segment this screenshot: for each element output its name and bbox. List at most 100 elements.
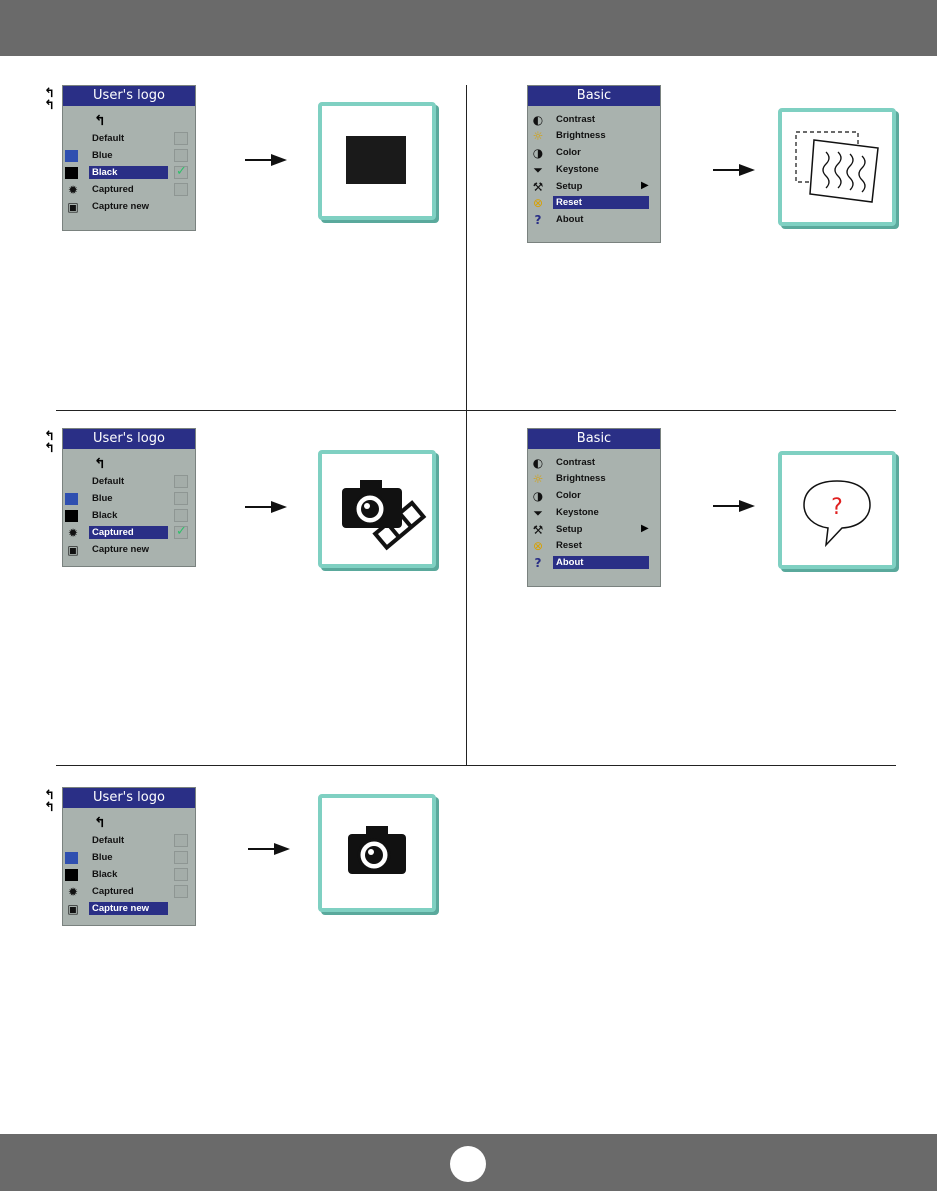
menu-item-about[interactable]: ? About [528, 212, 660, 229]
basic-menu-about: Basic ◐Contrast ☼Brightness ◑Color ⏷Keys… [527, 428, 661, 587]
menu-item-keystone[interactable]: ⏷Keystone [528, 505, 660, 522]
back-arrow-icon: ↰ [44, 788, 55, 803]
svg-text:?: ? [831, 495, 843, 520]
menu-item-label: Capture new [89, 902, 168, 915]
menu-item-label: Default [92, 476, 125, 487]
nav-arrows: ↰ ↰ [44, 430, 58, 455]
menu-item-default[interactable]: Default [63, 474, 195, 491]
menu-item-default[interactable]: Default [63, 131, 195, 148]
black-swatch-icon [65, 510, 78, 522]
checkbox[interactable] [174, 885, 188, 898]
captured-icon: ✹ [67, 885, 79, 899]
preview-frame-reset [778, 108, 896, 226]
nav-arrows: ↰ ↰ [44, 788, 58, 815]
checkbox[interactable] [174, 509, 188, 522]
menu-item-label: Setup [556, 181, 583, 192]
menu-item-label: Reset [553, 196, 649, 209]
menu-item-setup[interactable]: ⚒ Setup ▶ [528, 179, 660, 196]
menu-item-label: Brightness [556, 130, 606, 141]
right-arrow-icon [713, 500, 755, 512]
scrambled-image-icon [795, 131, 879, 203]
back-arrow-icon: ↰ [44, 800, 55, 815]
menu-item-blue[interactable]: Blue [63, 491, 195, 508]
nav-arrows: ↰ ↰ [44, 87, 58, 112]
color-icon: ◑ [532, 146, 544, 160]
menu-item-captured[interactable]: ✹ Captured [63, 884, 195, 901]
menu-back-row[interactable]: ↰ [63, 456, 195, 473]
menu-item-contrast[interactable]: ◐ Contrast [528, 455, 660, 472]
menu-item-captured[interactable]: ✹Captured [63, 182, 195, 199]
checkbox[interactable] [174, 183, 188, 196]
contrast-icon: ◐ [532, 456, 544, 470]
black-swatch-icon [65, 167, 78, 179]
menu-item-blue[interactable]: Blue [63, 850, 195, 867]
menu-item-reset[interactable]: ⊗Reset [528, 195, 660, 212]
about-icon: ? [534, 213, 542, 227]
divider-horizontal-2 [56, 765, 896, 766]
divider-vertical-1 [466, 85, 467, 410]
checkbox[interactable] [174, 475, 188, 488]
menu-item-label: Contrast [556, 457, 596, 468]
menu-item-brightness[interactable]: ☼Brightness [528, 471, 660, 488]
menu-item-about[interactable]: ?About [528, 555, 660, 572]
menu-item-label: About [556, 214, 584, 225]
camera-icon [348, 826, 406, 874]
preview-frame-black [318, 102, 436, 220]
divider-horizontal-1 [56, 410, 896, 411]
menu-item-label: Black [89, 166, 168, 179]
checkbox-checked[interactable]: ✓ [174, 524, 188, 539]
checkbox[interactable] [174, 492, 188, 505]
checkbox[interactable] [174, 132, 188, 145]
blue-swatch-icon [65, 852, 78, 864]
menu-item-color[interactable]: ◑Color [528, 145, 660, 162]
menu-item-capture-new[interactable]: ▣Capture new [63, 901, 195, 918]
capture-new-icon: ▣ [67, 543, 79, 557]
menu-item-black[interactable]: Black [63, 508, 195, 525]
menu-item-label: Captured [92, 886, 134, 897]
menu-item-captured[interactable]: ✹Captured✓ [63, 524, 195, 542]
menu-item-keystone[interactable]: ⏷Keystone [528, 162, 660, 179]
menu-item-brightness[interactable]: ☼ Brightness [528, 128, 660, 145]
menu-title: User's logo [63, 788, 195, 808]
black-screen-icon [346, 136, 406, 184]
preview-frame-about: ? [778, 451, 896, 569]
menu-item-capture-new[interactable]: ▣ Capture new [63, 199, 195, 216]
menu-item-label: Black [92, 869, 118, 880]
menu-item-label: Brightness [556, 473, 606, 484]
menu-item-label: Setup [556, 524, 583, 535]
setup-icon: ⚒ [532, 180, 544, 194]
brightness-icon: ☼ [532, 129, 544, 143]
checkbox[interactable] [174, 834, 188, 847]
menu-item-setup[interactable]: ⚒Setup▶ [528, 522, 660, 539]
menu-item-label: Capture new [92, 201, 150, 212]
camera-film-icon [342, 480, 427, 551]
menu-back-row[interactable]: ↰ [63, 113, 195, 130]
submenu-arrow-icon: ▶ [641, 180, 649, 191]
menu-item-contrast[interactable]: ◐Contrast [528, 112, 660, 129]
checkbox[interactable] [174, 868, 188, 881]
menu-item-default[interactable]: Default [63, 833, 195, 850]
divider-vertical-2 [466, 411, 467, 765]
menu-item-black[interactable]: Black ✓ [63, 164, 195, 182]
back-arrow-icon: ↰ [94, 456, 106, 472]
checkbox[interactable] [174, 149, 188, 162]
menu-back-row[interactable]: ↰ [63, 815, 195, 832]
users-logo-menu: User's logo ↰ Default Blue Black ✹Captur… [62, 428, 196, 567]
question-bubble-icon: ? [803, 480, 871, 548]
menu-item-color[interactable]: ◑Color [528, 488, 660, 505]
menu-item-capture-new[interactable]: ▣ Capture new [63, 542, 195, 559]
menu-item-label: Capture new [92, 544, 150, 555]
menu-item-reset[interactable]: ⊗Reset [528, 538, 660, 555]
checkbox-checked[interactable]: ✓ [174, 164, 188, 179]
menu-item-black[interactable]: Black [63, 867, 195, 884]
menu-title: User's logo [63, 86, 195, 106]
menu-item-label: Contrast [556, 114, 596, 125]
menu-item-label: Default [92, 835, 125, 846]
capture-new-icon: ▣ [67, 200, 79, 214]
menu-item-label: Captured [89, 526, 168, 539]
users-logo-menu: User's logo ↰ Default Blue Black ✓ ✹Captu… [62, 85, 196, 231]
checkbox[interactable] [174, 851, 188, 864]
menu-item-label: Keystone [556, 507, 599, 518]
menu-item-blue[interactable]: Blue [63, 148, 195, 165]
menu-item-label: Default [92, 133, 125, 144]
